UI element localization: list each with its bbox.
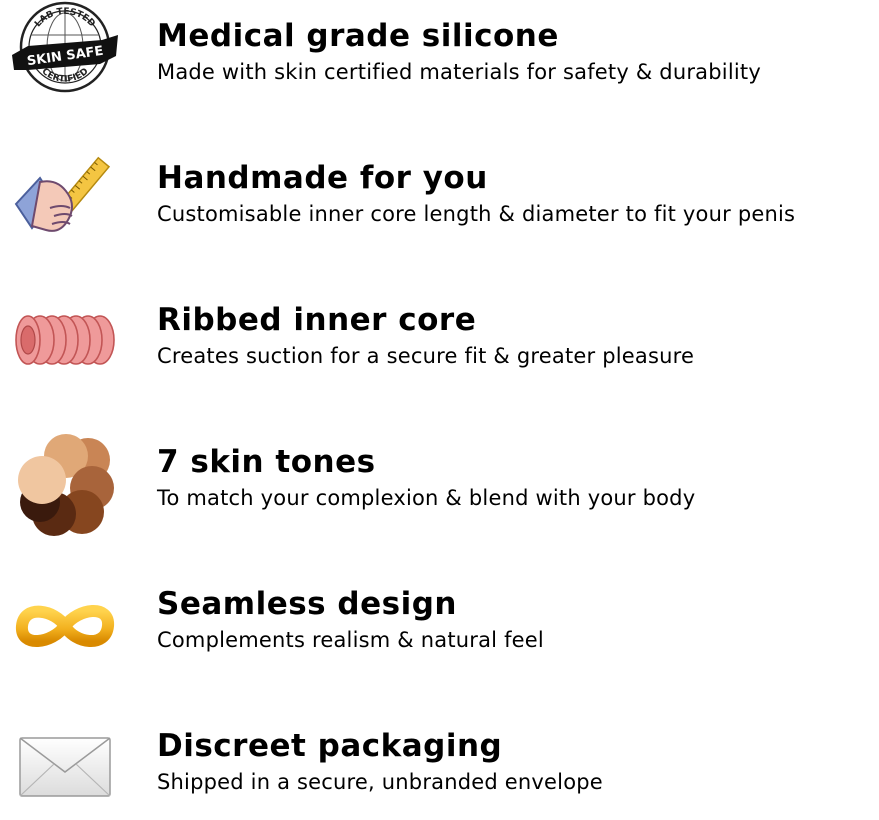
feature-description: Customisable inner core length & diamete… — [157, 202, 796, 226]
skin-tones-icon — [10, 426, 120, 536]
feature-description: Complements realism & natural feel — [157, 628, 544, 652]
feature-title: Discreet packaging — [157, 728, 503, 764]
feature-description: Creates suction for a secure fit & great… — [157, 344, 695, 368]
ribbed-core-icon — [10, 284, 120, 394]
feature-seamless-design: Seamless design Complements realism & na… — [0, 568, 879, 678]
feature-description: Shipped in a secure, unbranded envelope — [157, 770, 603, 794]
feature-ribbed-core: Ribbed inner core Creates suction for a … — [0, 284, 879, 394]
skin-safe-badge-icon: SKIN SAFE LAB TESTED CERTIFIED — [10, 0, 120, 110]
feature-medical-grade-silicone: SKIN SAFE LAB TESTED CERTIFIED Medical g… — [0, 0, 879, 110]
feature-title: Ribbed inner core — [157, 302, 477, 338]
hand-ruler-icon — [10, 142, 120, 252]
feature-title: Handmade for you — [157, 160, 488, 196]
infinity-icon — [10, 568, 120, 678]
feature-handmade: Handmade for you Customisable inner core… — [0, 142, 879, 252]
feature-description: To match your complexion & blend with yo… — [157, 486, 696, 510]
feature-title: Seamless design — [157, 586, 457, 622]
feature-discreet-packaging: Discreet packaging Shipped in a secure, … — [0, 710, 879, 820]
feature-description: Made with skin certified materials for s… — [157, 60, 761, 84]
envelope-icon — [10, 710, 120, 820]
feature-skin-tones: 7 skin tones To match your complexion & … — [0, 426, 879, 536]
feature-title: 7 skin tones — [157, 444, 376, 480]
feature-title: Medical grade silicone — [157, 18, 559, 54]
